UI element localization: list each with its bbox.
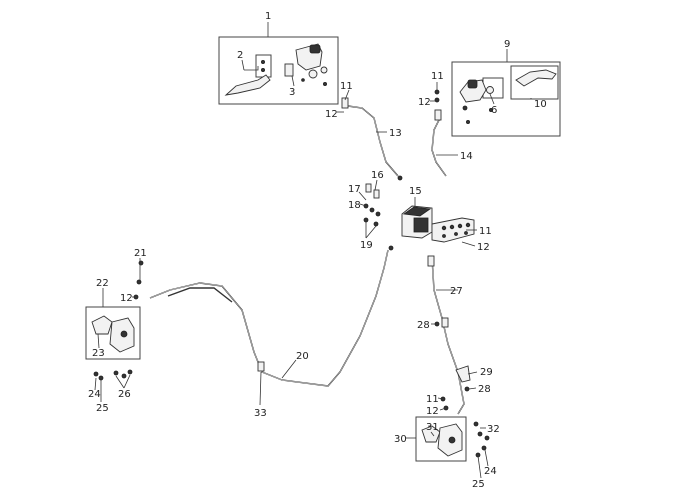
- abs-fittings: [363, 183, 381, 227]
- callout-1: 1: [265, 11, 271, 22]
- callout-19: 19: [360, 240, 373, 251]
- callout-17: 17: [348, 184, 361, 195]
- brake-hose-27: [427, 255, 471, 415]
- callout-6: 6: [491, 105, 497, 116]
- callout-12-e: 12: [426, 406, 439, 417]
- front-master-cylinder-assembly: [218, 22, 339, 105]
- callout-12-d: 12: [120, 293, 133, 304]
- callout-24-b: 24: [484, 466, 497, 477]
- brake-hose-13: [341, 97, 403, 181]
- brake-hose-14: [431, 89, 447, 177]
- assembly-box-22: [85, 306, 141, 360]
- callout-24-a: 24: [88, 389, 101, 400]
- leader-lines: [94, 59, 532, 479]
- rear-caliper-assembly: [415, 416, 490, 462]
- callout-26: 26: [118, 389, 131, 400]
- callout-30: 30: [394, 434, 407, 445]
- callout-12-a: 12: [325, 109, 338, 120]
- callout-25-b: 25: [472, 479, 485, 490]
- brake-hose-20: [133, 245, 394, 387]
- brake-lever: [224, 74, 271, 96]
- callout-11-a: 11: [340, 81, 353, 92]
- callout-27: 27: [450, 286, 463, 297]
- callout-11-c: 11: [479, 226, 492, 237]
- callout-labels: 1 2 3 9 6 10 11 12 13 11 12 14 15 16 17 …: [88, 11, 547, 490]
- callout-20: 20: [296, 351, 309, 362]
- callout-11-d: 11: [426, 394, 439, 405]
- abs-modulator-unit: [401, 205, 475, 243]
- assembly-box-1: [218, 36, 339, 105]
- callout-15: 15: [409, 186, 422, 197]
- callout-31: 31: [426, 422, 439, 433]
- callout-18: 18: [348, 200, 361, 211]
- callout-9: 9: [504, 39, 510, 50]
- callout-28-a: 28: [417, 320, 430, 331]
- callout-14: 14: [460, 151, 473, 162]
- callout-2: 2: [237, 50, 243, 61]
- assembly-box-30: [415, 416, 467, 462]
- callout-29: 29: [480, 367, 493, 378]
- rear-master-cylinder-assembly: [451, 49, 561, 137]
- sub-box-10: [510, 65, 559, 100]
- callout-11-b: 11: [431, 71, 444, 82]
- assembly-box-9: [451, 61, 561, 137]
- callout-23: 23: [92, 348, 105, 359]
- callout-28-b: 28: [478, 384, 491, 395]
- callout-32: 32: [487, 424, 500, 435]
- callout-21: 21: [134, 248, 147, 259]
- callout-10: 10: [534, 99, 547, 110]
- callout-22: 22: [96, 278, 109, 289]
- callout-13: 13: [389, 128, 402, 139]
- front-left-caliper-assembly: [85, 306, 141, 381]
- brake-lever-2: [515, 69, 557, 87]
- callout-25-a: 25: [96, 403, 109, 414]
- callout-16: 16: [371, 170, 384, 181]
- callout-12-b: 12: [418, 97, 431, 108]
- callout-3: 3: [289, 87, 295, 98]
- callout-33: 33: [254, 408, 267, 419]
- callout-12-c: 12: [477, 242, 490, 253]
